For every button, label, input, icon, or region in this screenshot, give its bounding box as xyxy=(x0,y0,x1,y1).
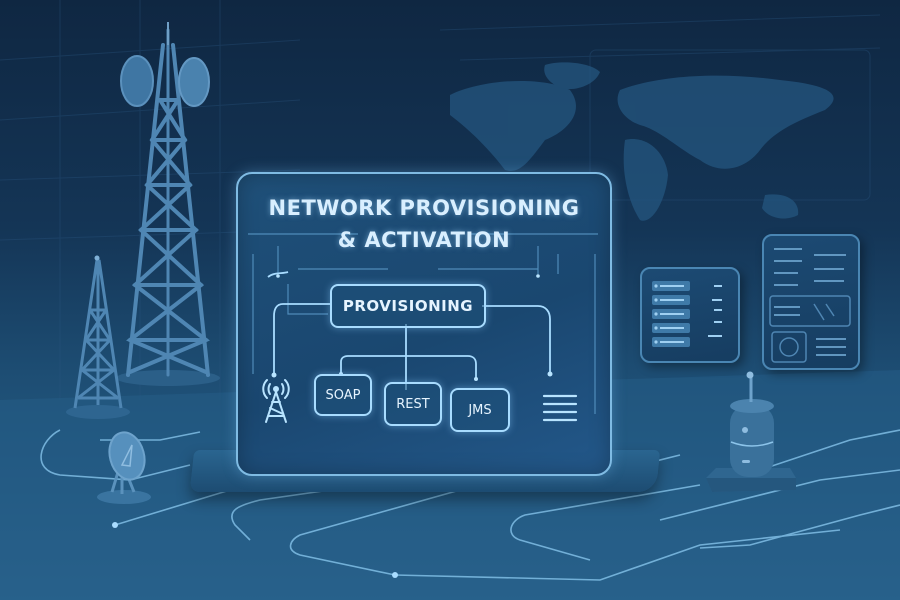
provisioning-node[interactable]: PROVISIONING xyxy=(330,284,486,328)
circuit-lines xyxy=(248,233,598,414)
dashboard-screen-right xyxy=(762,234,860,370)
list-lines-icon xyxy=(542,394,578,422)
rest-node[interactable]: REST xyxy=(384,382,442,426)
provisioning-panel: NETWORK PROVISIONING & ACTIVATION PROVIS… xyxy=(236,172,612,476)
soap-node[interactable]: SOAP xyxy=(314,374,372,416)
dashboard-screen-left xyxy=(640,267,740,363)
cell-tower-icon xyxy=(262,379,290,423)
panel-title-line-2: & ACTIVATION xyxy=(337,228,511,252)
panel-title-line-1: NETWORK PROVISIONING xyxy=(268,196,580,220)
jms-node[interactable]: JMS xyxy=(450,388,510,432)
